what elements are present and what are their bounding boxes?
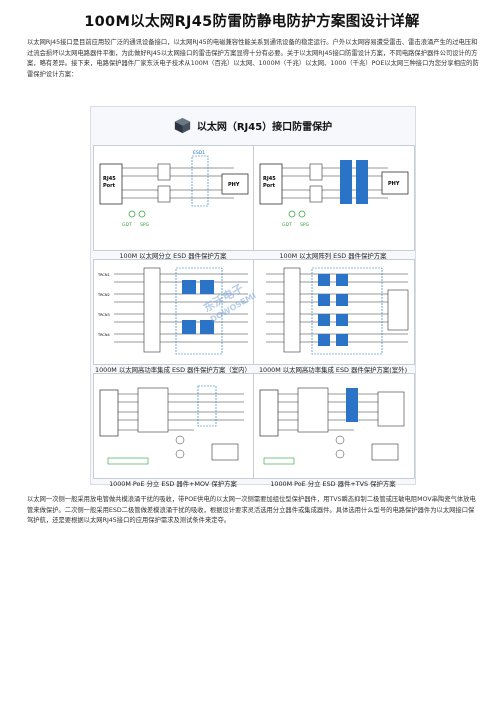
svg-text:TRCN4: TRCN4 xyxy=(97,333,110,337)
svg-text:SPG: SPG xyxy=(300,222,310,228)
svg-text:GDT: GDT xyxy=(122,222,132,228)
circuit-diagram xyxy=(253,373,415,479)
svg-text:PHY: PHY xyxy=(228,182,240,188)
panel-title: 以太网（RJ45）接口防雷保护 xyxy=(196,122,333,133)
diagram-caption: 100M 以太网阵列 ESD 器件保护方案 xyxy=(279,252,387,260)
circuit-diagram: RJ45 Port PHY GDT SPG xyxy=(253,145,415,251)
circuit-diagram xyxy=(93,373,255,479)
svg-text:TRCN1: TRCN1 xyxy=(97,273,110,277)
svg-text:RJ45: RJ45 xyxy=(263,176,276,182)
dowosemi-watermark-logo: 东沃电子 DOWOSEMI xyxy=(201,281,258,325)
panel-header: 以太网（RJ45）接口防雷保护 xyxy=(91,115,415,137)
diagram-caption: 1000M PoE 分立 ESD 器件+MOV 保护方案 xyxy=(109,480,237,488)
circuit-diagram xyxy=(253,259,415,365)
diagram-caption: 1000M 以太网高功率集成 ESD 器件保护方案(室外) xyxy=(258,366,408,374)
diagram-cell-1000m-poe-tvs: 1000M PoE 分立 ESD 器件+TVS 保护方案 xyxy=(253,373,415,491)
svg-text:PHY: PHY xyxy=(388,181,400,187)
svg-text:Port: Port xyxy=(103,183,116,189)
svg-text:Port: Port xyxy=(263,183,276,189)
diagram-caption: 1000M 以太网高功率集成 ESD 器件保护方案（室内） xyxy=(95,366,251,374)
diagram-cell-100m-array: RJ45 Port PHY GDT SPG 100M 以太网阵列 ESD 器件保… xyxy=(253,145,415,263)
svg-text:TRCN2: TRCN2 xyxy=(97,293,110,297)
diagram-caption: 1000M PoE 分立 ESD 器件+TVS 保护方案 xyxy=(270,480,396,488)
svg-text:SPG: SPG xyxy=(140,222,150,228)
protection-scheme-panel: 以太网（RJ45）接口防雷保护 RJ45 Port ESD1 PHY xyxy=(90,106,416,488)
footer-paragraph: 以太网一次侧一般采用放电管做共模浪涌干扰的吸收，带POE供电的以太网一次侧需要加… xyxy=(27,496,476,524)
intro-paragraph: 以太网RJ45接口是目前应用较广泛的通讯设备接口，以太网RJ45的电磁兼容性能关… xyxy=(27,39,479,78)
cube-icon xyxy=(174,117,190,134)
diagram-cell-100m-discrete: RJ45 Port ESD1 PHY GDT SPG 100M 以太网分立 ES… xyxy=(93,145,255,263)
svg-text:GDT: GDT xyxy=(282,222,292,228)
svg-text:ESD1: ESD1 xyxy=(193,150,205,156)
diagram-caption: 100M 以太网分立 ESD 器件保护方案 xyxy=(119,252,227,260)
page-title: 100M以太网RJ45防雷防静电防护方案图设计详解 xyxy=(84,14,420,30)
svg-text:TRCN3: TRCN3 xyxy=(97,313,110,317)
diagram-cell-1000m-poe-mov: 1000M PoE 分立 ESD 器件+MOV 保护方案 xyxy=(93,373,255,491)
svg-text:RJ45: RJ45 xyxy=(103,176,116,182)
diagram-cell-1000m-outdoor: 1000M 以太网高功率集成 ESD 器件保护方案(室外) xyxy=(253,259,415,377)
circuit-diagram: RJ45 Port ESD1 PHY GDT SPG xyxy=(93,145,255,251)
